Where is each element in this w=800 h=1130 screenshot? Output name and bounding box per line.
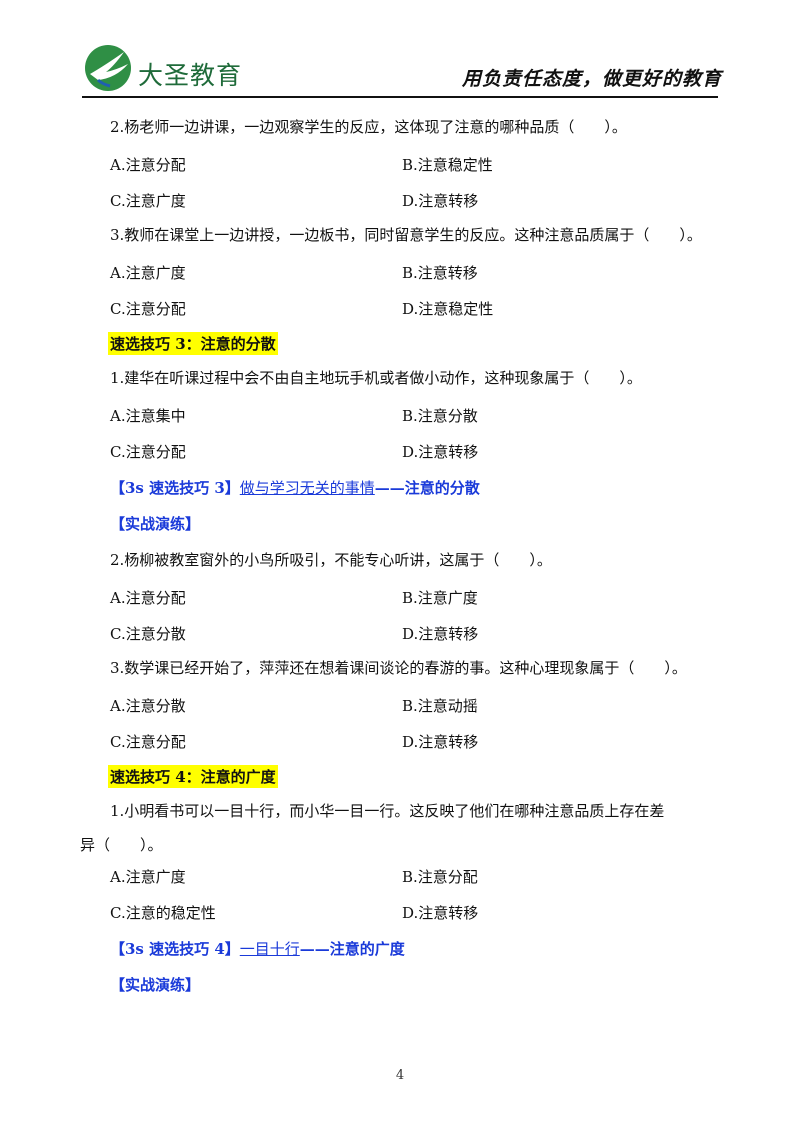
tip-answer: ——注意的广度 [299, 940, 405, 958]
question-stem: 1.小明看书可以一目十行，而小华一目一行。这反映了他们在哪种注意品质上存在差异（… [80, 794, 720, 858]
answer-option: C.注意分散 [110, 624, 186, 643]
option-row: C.注意广度 D.注意转移 [110, 182, 720, 218]
header-slogan: 用负责任态度，做更好的教育 [461, 68, 722, 90]
option-row: C.注意分配 D.注意转移 [110, 723, 720, 759]
tip-label: 【3s 速选技巧 4】 [110, 940, 240, 958]
option-row: A.注意集中 B.注意分散 [110, 397, 720, 433]
question-stem: 2.杨柳被教室窗外的小鸟所吸引，不能专心听讲，这属于（ ）。 [110, 543, 720, 579]
tip-answer: ——注意的分散 [374, 479, 480, 497]
brand-name: 大圣教育 [138, 61, 243, 90]
option-row: A.注意分配 B.注意广度 [110, 579, 720, 615]
question-stem: 3.教师在课堂上一边讲授，一边板书，同时留意学生的反应。这种注意品质属于（ ）。 [110, 218, 720, 254]
answer-option: A.注意集中 [110, 406, 186, 425]
answer-option: D.注意转移 [402, 442, 479, 461]
section-heading-row: 速选技巧 4：注意的广度 [108, 759, 720, 794]
document-body: 2.杨老师一边讲课，一边观察学生的反应，这体现了注意的哪种品质（ ）。 A.注意分… [80, 110, 720, 1004]
answer-option: D.注意转移 [402, 624, 479, 643]
answer-option: B.注意广度 [402, 588, 478, 607]
option-row: A.注意分配 B.注意稳定性 [110, 146, 720, 182]
question-text: 3.数学课已经开始了，萍萍还在想着课间谈论的春游的事。这种心理现象属于（ ）。 [110, 659, 687, 677]
tip-label: 【3s 速选技巧 3】 [110, 479, 240, 497]
answer-option: B.注意分配 [402, 867, 478, 886]
swallow-logo-icon [85, 45, 131, 91]
tip-link[interactable]: 一目十行 [239, 940, 300, 958]
answer-option: D.注意稳定性 [402, 299, 494, 318]
option-row: A.注意广度 B.注意转移 [110, 254, 720, 290]
answer-option: A.注意广度 [110, 263, 186, 282]
option-row: C.注意分配 D.注意转移 [110, 433, 720, 469]
question-text: 1.建华在听课过程中会不由自主地玩手机或者做小动作，这种现象属于（ ）。 [110, 369, 642, 387]
section-heading-row: 速选技巧 3：注意的分散 [108, 326, 720, 361]
section-heading: 速选技巧 4：注意的广度 [108, 765, 278, 788]
answer-option: C.注意分配 [110, 442, 186, 461]
question-stem: 1.建华在听课过程中会不由自主地玩手机或者做小动作，这种现象属于（ ）。 [110, 361, 720, 397]
answer-option: C.注意分配 [110, 299, 186, 318]
page-header: 大圣教育 用负责任态度，做更好的教育 [0, 0, 800, 100]
answer-option: B.注意转移 [402, 263, 478, 282]
question-stem: 3.数学课已经开始了，萍萍还在想着课间谈论的春游的事。这种心理现象属于（ ）。 [110, 651, 720, 687]
option-row: C.注意分散 D.注意转移 [110, 615, 720, 651]
answer-option: C.注意的稳定性 [110, 903, 216, 922]
page-number: 4 [395, 1068, 405, 1083]
option-row: A.注意广度 B.注意分配 [110, 858, 720, 894]
answer-option: B.注意动摇 [402, 696, 478, 715]
section-heading: 速选技巧 3：注意的分散 [108, 332, 278, 355]
question-stem: 2.杨老师一边讲课，一边观察学生的反应，这体现了注意的哪种品质（ ）。 [110, 110, 720, 146]
tip-link[interactable]: 做与学习无关的事情 [239, 479, 375, 497]
practice-heading: 【实战演练】 [110, 976, 201, 994]
quick-tip: 【3s 速选技巧 3】做与学习无关的事情——注意的分散 [110, 477, 720, 499]
answer-option: D.注意转移 [402, 732, 479, 751]
answer-option: A.注意分配 [110, 588, 186, 607]
answer-option: D.注意转移 [402, 903, 479, 922]
answer-option: C.注意分配 [110, 732, 186, 751]
practice-heading: 【实战演练】 [110, 515, 201, 533]
question-text-continued: 异（ ）。 [80, 836, 163, 854]
question-text: 3.教师在课堂上一边讲授，一边板书，同时留意学生的反应。这种注意品质属于（ ）。 [110, 226, 702, 244]
option-row: C.注意的稳定性 D.注意转移 [110, 894, 720, 930]
answer-option: D.注意转移 [402, 191, 479, 210]
answer-option: A.注意分配 [110, 155, 186, 174]
quick-tip: 【3s 速选技巧 4】一目十行——注意的广度 [110, 938, 720, 960]
question-text: 2.杨老师一边讲课，一边观察学生的反应，这体现了注意的哪种品质（ ）。 [110, 118, 627, 136]
option-row: A.注意分散 B.注意动摇 [110, 687, 720, 723]
question-text: 1.小明看书可以一目十行，而小华一目一行。这反映了他们在哪种注意品质上存在差 [110, 802, 665, 820]
question-text: 2.杨柳被教室窗外的小鸟所吸引，不能专心听讲，这属于（ ）。 [110, 551, 552, 569]
answer-option: A.注意广度 [110, 867, 186, 886]
answer-option: A.注意分散 [110, 696, 186, 715]
answer-option: B.注意分散 [402, 406, 478, 425]
answer-option: B.注意稳定性 [402, 155, 493, 174]
header-divider [82, 96, 718, 98]
answer-option: C.注意广度 [110, 191, 186, 210]
option-row: C.注意分配 D.注意稳定性 [110, 290, 720, 326]
